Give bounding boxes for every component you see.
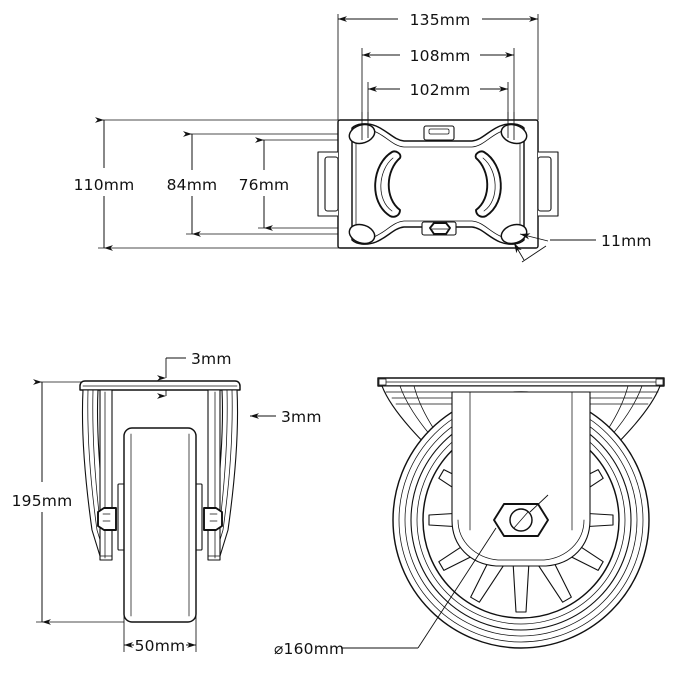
yoke-overlay-arc xyxy=(457,519,585,561)
axle-nut-leader xyxy=(529,494,549,513)
dimension-label-84mm: 84mm xyxy=(167,176,218,194)
dimension-label-110mm: 110mm xyxy=(74,176,135,194)
axle-nut-hex xyxy=(429,222,451,235)
dimension-110mm: 110mm xyxy=(74,117,135,251)
wheel-profile-outline xyxy=(123,427,197,623)
dimension-label-135mm: 135mm xyxy=(410,11,471,29)
curved-slot-right-inner xyxy=(482,157,496,212)
axle-bolt-right-detail xyxy=(209,513,218,522)
dimension-108mm: 108mm xyxy=(362,47,514,65)
fork-left-rib-1 xyxy=(87,389,105,554)
dimension-label-11mm: 11mm xyxy=(601,232,652,250)
curved-slot-left xyxy=(374,150,402,218)
axle-bolt-slash xyxy=(513,511,529,529)
side-wheel xyxy=(123,427,197,623)
dimension-11mm: 11mm xyxy=(513,232,652,263)
top-view-group: 135mm 108mm 102mm 110mm xyxy=(74,11,652,263)
dimension-76mm: 76mm xyxy=(239,137,290,231)
front-plate-corner-left xyxy=(378,378,387,386)
dimension-label-dia160mm: ⌀160mm xyxy=(274,640,344,658)
front-mounting-plate xyxy=(377,377,665,387)
dimension-50mm: 50mm xyxy=(123,612,197,655)
side-view-body xyxy=(79,380,241,623)
dimension-label-3mm-top: 3mm xyxy=(191,350,232,368)
side-axle-bolts xyxy=(97,507,223,531)
plate-centerlines xyxy=(361,112,515,140)
top-boss-inner xyxy=(428,128,450,135)
bottom-center-boss xyxy=(421,221,457,236)
fork-left-inner-plate xyxy=(99,389,113,561)
bolt-hole-bottom-left xyxy=(348,223,376,245)
curved-slot-left-inner xyxy=(380,157,394,212)
dimension-dia160mm: ⌀160mm xyxy=(274,527,497,658)
fork-right-inner-plate xyxy=(207,389,221,561)
dimension-84mm: 84mm xyxy=(167,131,218,237)
dimension-label-50mm: 50mm xyxy=(135,637,186,655)
top-view-vertical-extension-lines xyxy=(98,119,340,249)
curved-slots-group xyxy=(374,150,502,218)
axle-bolt-right xyxy=(203,507,223,531)
plate-left-tab-inner xyxy=(324,156,339,212)
axle-bolt-left xyxy=(97,507,117,531)
plate-right-tab-inner xyxy=(537,156,552,212)
dimension-label-102mm: 102mm xyxy=(410,81,471,99)
fork-right-rib-1 xyxy=(215,389,233,554)
side-view-group: 3mm 3mm 195mm 50mm xyxy=(12,350,322,655)
front-plate-corner-right xyxy=(655,378,664,386)
front-view-group: ⌀160mm xyxy=(274,377,665,658)
dimension-label-108mm: 108mm xyxy=(410,47,471,65)
curved-slot-right xyxy=(474,150,502,218)
yoke-leg-overlay xyxy=(451,391,591,567)
front-yoke-overlay xyxy=(451,391,591,567)
side-mounting-plate xyxy=(79,380,241,391)
dimension-label-195mm: 195mm xyxy=(12,492,73,510)
top-center-boss xyxy=(423,125,455,141)
axle-bolt-left-detail xyxy=(102,513,111,522)
dimension-label-3mm-side: 3mm xyxy=(281,408,322,426)
side-plate-outline xyxy=(79,380,241,391)
dimension-102mm: 102mm xyxy=(368,81,508,99)
front-axle-nut xyxy=(493,503,549,537)
top-view-extension-lines xyxy=(337,14,539,130)
dimension-label-76mm: 76mm xyxy=(239,176,290,194)
mounting-plate-body xyxy=(317,112,559,249)
dimension-135mm: 135mm xyxy=(338,11,538,29)
